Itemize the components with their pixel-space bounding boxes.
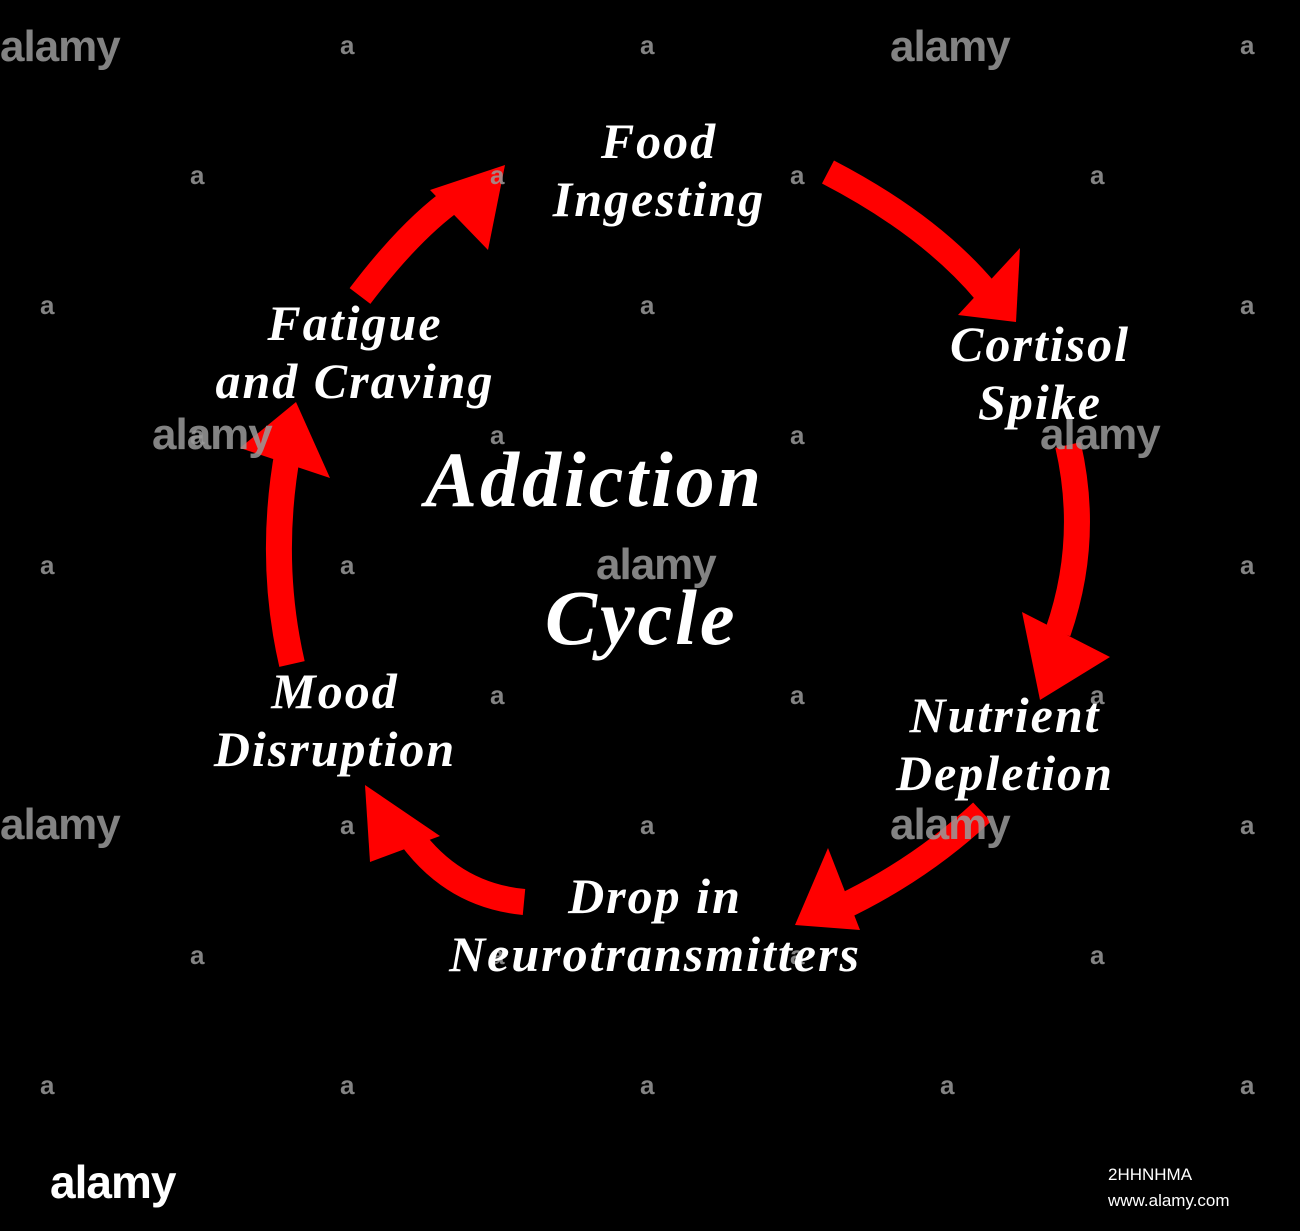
arrow-shaft	[834, 802, 991, 920]
watermark-glyph: a	[790, 160, 805, 190]
watermark-brand: alamy	[890, 800, 1011, 849]
watermark-glyph: a	[490, 160, 505, 190]
watermark-glyph: a	[1240, 550, 1255, 580]
node-fatigue-and-craving: Fatigue and Craving	[140, 294, 570, 410]
watermark-glyph: a	[790, 940, 805, 970]
diagram-title-line-1: Addiction	[425, 436, 765, 523]
footer-image-id: 2HHNHMA www.alamy.com	[1108, 1162, 1230, 1214]
arrow-1-to-2	[1022, 442, 1110, 700]
node-mood-disruption: Mood Disruption	[150, 662, 520, 778]
arrow-shaft	[349, 187, 463, 304]
watermark-glyph: a	[190, 940, 205, 970]
watermark-glyph: a	[340, 1070, 355, 1100]
node-fatigue-and-craving-line-2: and Craving	[215, 353, 495, 409]
node-food-ingesting-line-2: Ingesting	[552, 171, 766, 227]
node-mood-disruption-line-2: Disruption	[213, 721, 457, 777]
footer-brand-logo: alamy	[50, 1156, 176, 1208]
watermark-glyph: a	[490, 680, 505, 710]
watermark-glyph: a	[640, 30, 655, 60]
arrow-head	[958, 248, 1020, 322]
node-nutrient-depletion: Nutrient Depletion	[840, 686, 1170, 802]
watermark-glyph: a	[490, 940, 505, 970]
arrow-2-to-3	[795, 802, 991, 930]
watermark-glyph: a	[40, 290, 55, 320]
watermark-glyph: a	[1090, 160, 1105, 190]
arrow-head	[430, 165, 505, 250]
watermark-brand: alamy	[596, 540, 717, 589]
arrow-head	[240, 402, 330, 478]
watermark-glyph: a	[790, 680, 805, 710]
node-drop-in-neurotransmitters: Drop in Neurotransmitters	[340, 867, 970, 983]
watermark-glyph: a	[40, 550, 55, 580]
watermark-brand: alamy	[0, 800, 121, 849]
watermark-glyph: a	[640, 810, 655, 840]
node-drop-in-neurotransmitters-line-1: Drop in	[568, 868, 742, 924]
arrow-shaft	[265, 447, 305, 667]
watermark-glyph: a	[190, 420, 205, 450]
footer-image-id-code: 2HHNHMA	[1108, 1165, 1193, 1184]
node-mood-disruption-line-1: Mood	[271, 663, 399, 719]
watermark-glyph: a	[340, 550, 355, 580]
watermark-glyph: a	[190, 160, 205, 190]
node-drop-in-neurotransmitters-line-2: Neurotransmitters	[449, 926, 861, 982]
watermark-glyph: a	[640, 290, 655, 320]
arrow-head	[365, 785, 440, 862]
node-cortisol-spike-line-2: Spike	[978, 374, 1102, 430]
arrow-shaft	[822, 160, 996, 301]
footer-site: www.alamy.com	[1108, 1191, 1230, 1210]
node-cortisol-spike: Cortisol Spike	[900, 315, 1180, 431]
watermark-brand: alamy	[1040, 410, 1161, 459]
watermark-glyph: a	[1240, 290, 1255, 320]
watermark-brand: alamy	[890, 22, 1011, 71]
node-nutrient-depletion-line-1: Nutrient	[909, 687, 1101, 743]
watermark-glyph: a	[1240, 30, 1255, 60]
arrow-4-to-5	[240, 402, 330, 667]
watermark-brand: alamy	[0, 22, 121, 71]
watermark-glyph: a	[490, 420, 505, 450]
watermark-glyph: a	[1090, 940, 1105, 970]
arrow-3-to-4	[365, 785, 526, 915]
watermark-glyph: a	[340, 810, 355, 840]
arrow-5-to-0	[349, 165, 505, 304]
node-fatigue-and-craving-line-1: Fatigue	[267, 295, 443, 351]
arrow-0-to-1	[822, 160, 1020, 322]
node-cortisol-spike-line-1: Cortisol	[950, 316, 1130, 372]
watermark-glyph: a	[1240, 1070, 1255, 1100]
watermark-glyph: a	[1240, 810, 1255, 840]
watermark-glyph: a	[40, 1070, 55, 1100]
watermark-glyph: a	[640, 1070, 655, 1100]
node-food-ingesting-line-1: Food	[600, 113, 718, 169]
node-nutrient-depletion-line-2: Depletion	[896, 745, 1114, 801]
watermark-glyph: a	[790, 420, 805, 450]
watermark-glyph: a	[940, 1070, 955, 1100]
node-food-ingesting: Food Ingesting	[500, 112, 818, 228]
arrow-shaft	[1045, 442, 1090, 637]
diagram-title-line-2: Cycle	[545, 574, 738, 661]
watermark-brand: alamy	[152, 410, 273, 459]
watermark-glyph: a	[340, 30, 355, 60]
arrow-head	[795, 848, 860, 930]
watermark-glyph: a	[1090, 680, 1105, 710]
arrow-head	[1022, 612, 1110, 700]
